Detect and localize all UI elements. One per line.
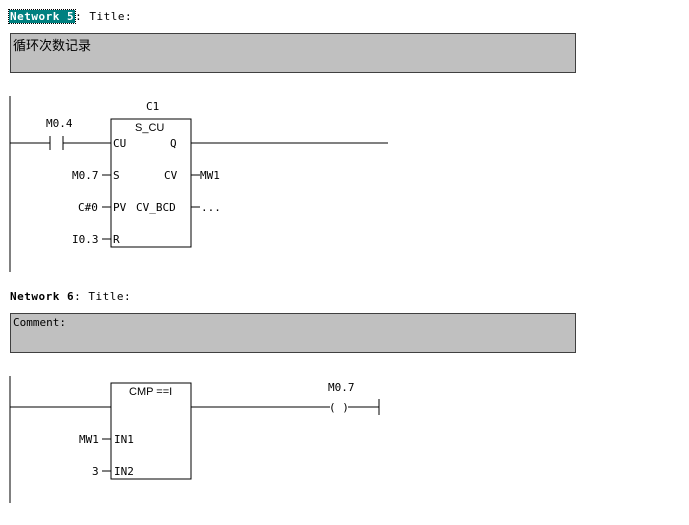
pin-s: S bbox=[113, 169, 120, 182]
network-5-title-suffix: : Title: bbox=[75, 10, 133, 23]
counter-block-s-cu[interactable] bbox=[110, 118, 192, 248]
pin-q: Q bbox=[170, 137, 177, 150]
network-6-comment: Comment: bbox=[13, 316, 66, 329]
network-5-comment-box[interactable]: 循环次数记录 bbox=[10, 33, 576, 73]
in2-input-value[interactable]: 3 bbox=[92, 465, 99, 478]
pin-r: R bbox=[113, 233, 120, 246]
network-6-title[interactable]: Network 6: Title: bbox=[10, 290, 131, 303]
pin-cu: CU bbox=[113, 137, 127, 150]
s-input-address[interactable]: M0.7 bbox=[72, 169, 99, 182]
pin-in1: IN1 bbox=[114, 433, 134, 446]
coil-symbol[interactable]: ( ) bbox=[329, 401, 349, 414]
network-5-label[interactable]: Network 5 bbox=[7, 9, 77, 24]
pv-input-value[interactable]: C#0 bbox=[78, 201, 98, 214]
contact-m0-4[interactable] bbox=[49, 136, 64, 150]
compare-block-cmp-eq-i[interactable] bbox=[110, 382, 192, 480]
network-6-title-suffix: : Title: bbox=[74, 290, 132, 303]
contact-address[interactable]: M0.4 bbox=[46, 117, 73, 130]
counter-type: S_CU bbox=[135, 122, 165, 134]
cv-output-address[interactable]: MW1 bbox=[200, 169, 220, 182]
pin-pv: PV bbox=[113, 201, 127, 214]
coil-address[interactable]: M0.7 bbox=[328, 381, 355, 394]
network-6-comment-box[interactable]: Comment: bbox=[10, 313, 576, 353]
in1-input-address[interactable]: MW1 bbox=[79, 433, 99, 446]
network-6-label[interactable]: Network 6 bbox=[10, 290, 75, 303]
network-5-comment: 循环次数记录 bbox=[13, 39, 92, 54]
pin-cv: CV bbox=[164, 169, 178, 182]
compare-type: CMP ==I bbox=[129, 386, 173, 398]
pin-in2: IN2 bbox=[114, 465, 134, 478]
counter-name[interactable]: C1 bbox=[146, 100, 160, 113]
r-input-address[interactable]: I0.3 bbox=[72, 233, 99, 246]
network-5-title[interactable]: Network 5: Title: bbox=[7, 9, 133, 24]
cv-bcd-output-address[interactable]: ... bbox=[201, 201, 221, 214]
pin-cv-bcd: CV_BCD bbox=[136, 201, 176, 214]
